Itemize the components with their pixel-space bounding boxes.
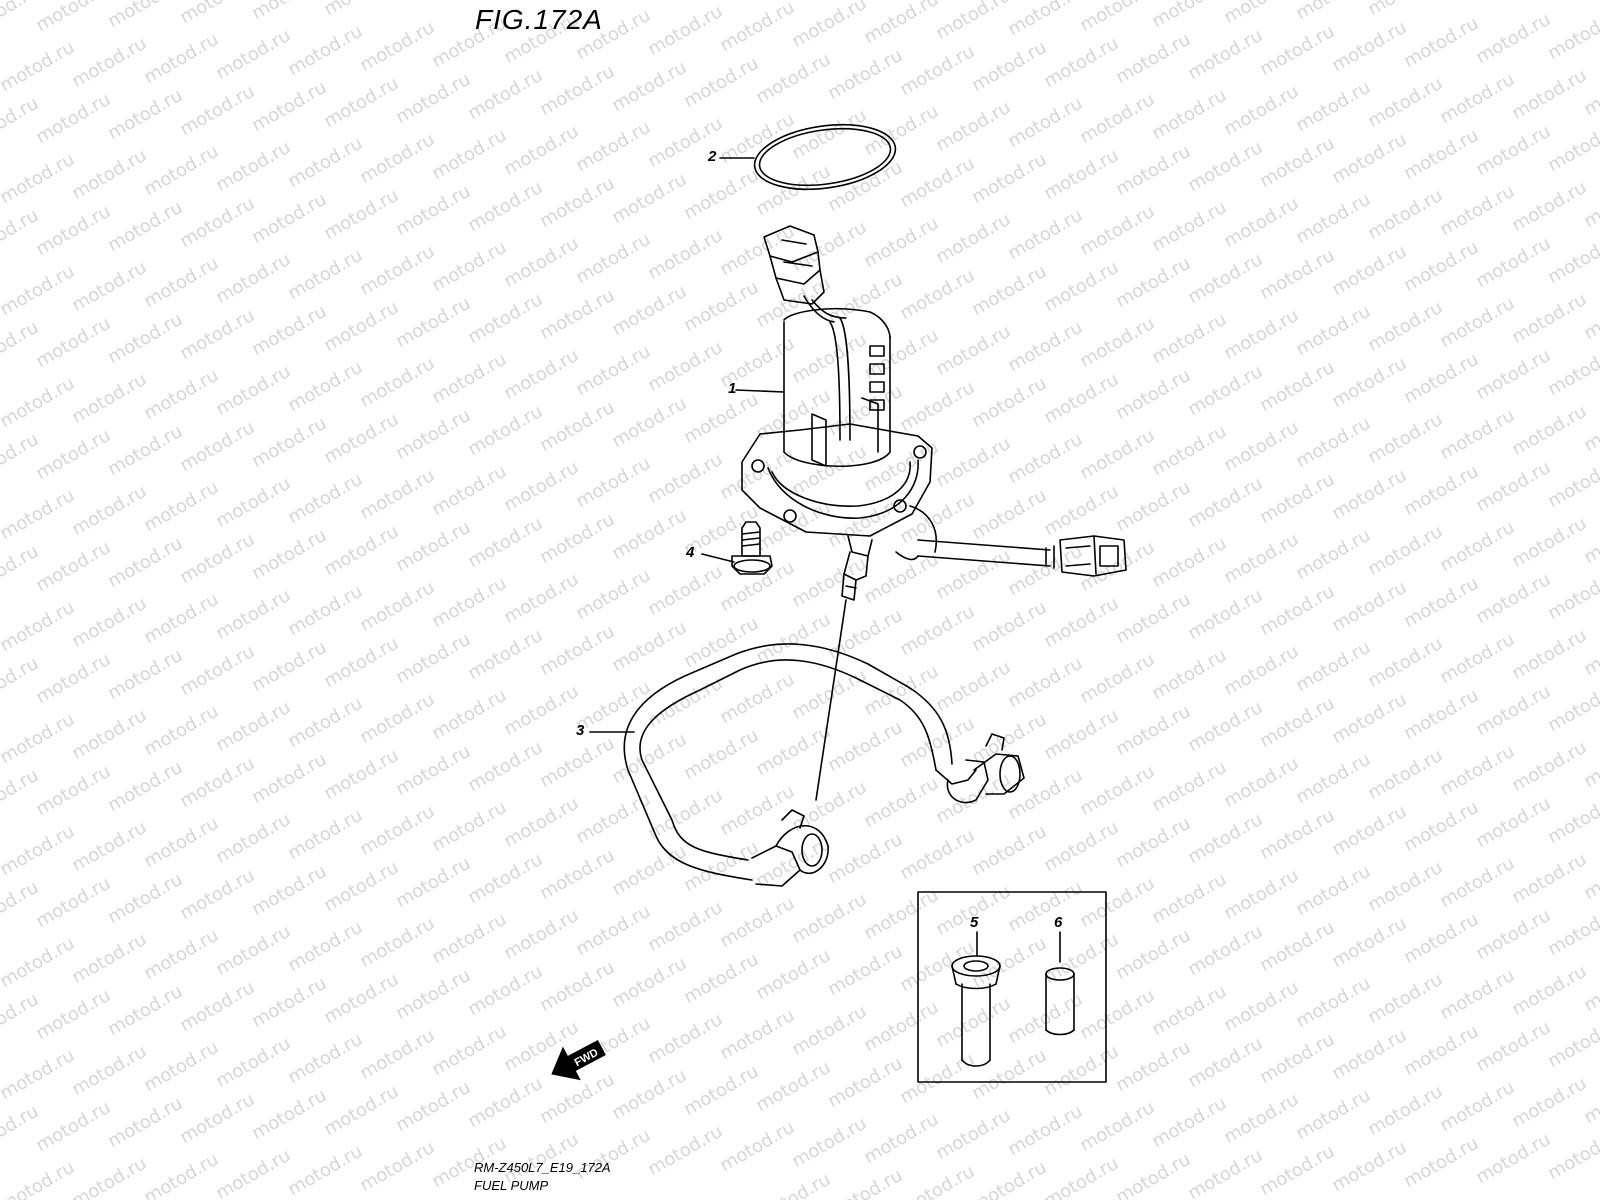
callout-4: 4 — [686, 544, 695, 561]
figure-title: FIG.172A — [475, 4, 603, 35]
callout-6: 6 — [1054, 914, 1063, 931]
callout-2: 2 — [708, 148, 717, 165]
leader-line-1 — [735, 389, 785, 393]
o-ring-gasket-part — [753, 123, 897, 191]
fwd-arrow-icon: FWD — [551, 1039, 606, 1081]
callout-1: 1 — [728, 380, 737, 397]
fwd-label: FWD — [573, 1047, 601, 1069]
assembly-guide-line — [815, 599, 847, 801]
callout-3: 3 — [576, 722, 585, 739]
sleeve-part — [1045, 967, 1075, 1036]
callout-5: 5 — [970, 914, 979, 931]
fuel-pump-assembly-part — [741, 225, 1127, 601]
nipple-part — [951, 955, 1001, 1067]
leader-line-4 — [701, 553, 735, 563]
fuel-hose-part — [623, 643, 1025, 887]
diagram-code: RM-Z450L7_E19_172A — [474, 1160, 611, 1175]
bolt-part — [731, 521, 773, 575]
inset-box — [917, 891, 1107, 1083]
diagram-name: FUEL PUMP — [474, 1178, 549, 1193]
